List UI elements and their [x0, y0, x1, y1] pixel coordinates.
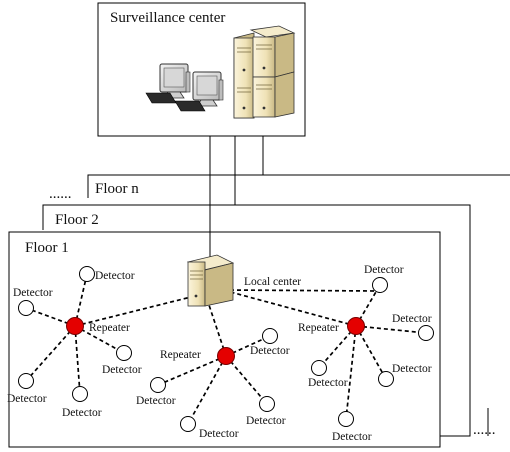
- detector-label: Detector: [95, 270, 135, 282]
- detector-label: Detector: [62, 407, 102, 419]
- detector-node: [378, 371, 394, 387]
- detector-node: [311, 360, 327, 376]
- detector-node: [259, 396, 275, 412]
- detector-node: [372, 277, 388, 293]
- floor-1-label: Floor 1: [25, 240, 69, 256]
- detector-node: [72, 386, 88, 402]
- detector-node: [150, 377, 166, 393]
- wireless-links: [74, 289, 379, 357]
- detector-node: [338, 411, 354, 427]
- detector-label: Detector: [246, 415, 286, 427]
- detector-label: Detector: [13, 287, 53, 299]
- detector-label: Detector: [392, 313, 432, 325]
- repeater-node: [347, 317, 365, 335]
- surveillance-center-label: Surveillance center: [110, 10, 225, 26]
- repeater-cluster-1: [18, 266, 132, 402]
- repeater-label: Repeater: [89, 322, 130, 334]
- detector-label: Detector: [7, 393, 47, 405]
- repeater-cluster-3: [311, 277, 434, 427]
- floor-2-label: Floor 2: [55, 212, 99, 228]
- detector-node: [79, 266, 95, 282]
- cables: [209, 136, 264, 262]
- detector-node: [116, 345, 132, 361]
- detector-label: Detector: [102, 364, 142, 376]
- floor-n-panel: Floor n ......: [49, 174, 510, 202]
- detector-labels: Detector Detector Detector Detector Dete…: [7, 264, 432, 443]
- detector-node: [18, 373, 34, 389]
- trailing-ellipsis: ......: [473, 422, 496, 438]
- repeater-node: [66, 317, 84, 335]
- detector-node: [418, 325, 434, 341]
- detector-label: Detector: [199, 428, 239, 440]
- detector-label: Detector: [308, 377, 348, 389]
- detector-label: Detector: [136, 395, 176, 407]
- floor-n-label: Floor n: [95, 181, 139, 197]
- computer-icon: [174, 71, 224, 112]
- detector-node: [262, 328, 278, 344]
- computer-icon: [145, 63, 191, 104]
- detector-label: Detector: [392, 363, 432, 375]
- server-icon: [233, 25, 296, 119]
- floor-n-ellipsis: ......: [49, 186, 72, 202]
- repeater-node: [217, 347, 235, 365]
- detector-node: [18, 300, 34, 316]
- detector-label: Detector: [332, 431, 372, 443]
- detector-node: [180, 416, 196, 432]
- repeater-cluster-2: [150, 328, 278, 432]
- repeater-label: Repeater: [298, 322, 339, 334]
- detector-label: Detector: [364, 264, 404, 276]
- local-center-server-icon: [186, 254, 235, 307]
- floor-2-panel: Floor 2: [42, 204, 471, 437]
- local-center-label: Local center: [244, 276, 301, 288]
- detector-label: Detector: [250, 345, 290, 357]
- repeater-label: Repeater: [160, 349, 201, 361]
